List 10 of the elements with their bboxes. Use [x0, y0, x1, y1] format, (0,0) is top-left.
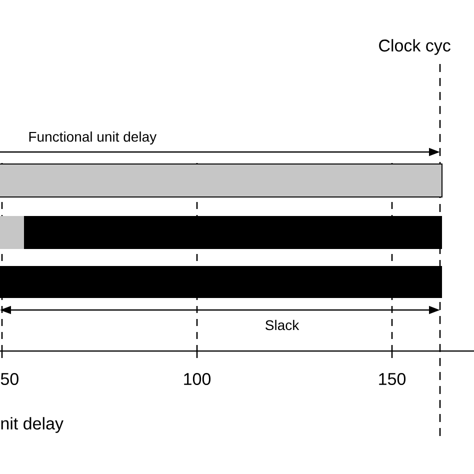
dimension-label: Functional unit delay — [29, 131, 157, 145]
bar — [0, 164, 442, 198]
axis-label: Clock cyc — [379, 39, 450, 55]
tick-label: 50 — [0, 372, 18, 386]
dimension-label: Slack — [266, 320, 300, 330]
tick-label: 150 — [379, 372, 406, 386]
axis-label: nit delay — [1, 417, 64, 433]
bar — [0, 266, 442, 298]
bar — [0, 216, 442, 249]
tick-label: 100 — [184, 372, 211, 386]
